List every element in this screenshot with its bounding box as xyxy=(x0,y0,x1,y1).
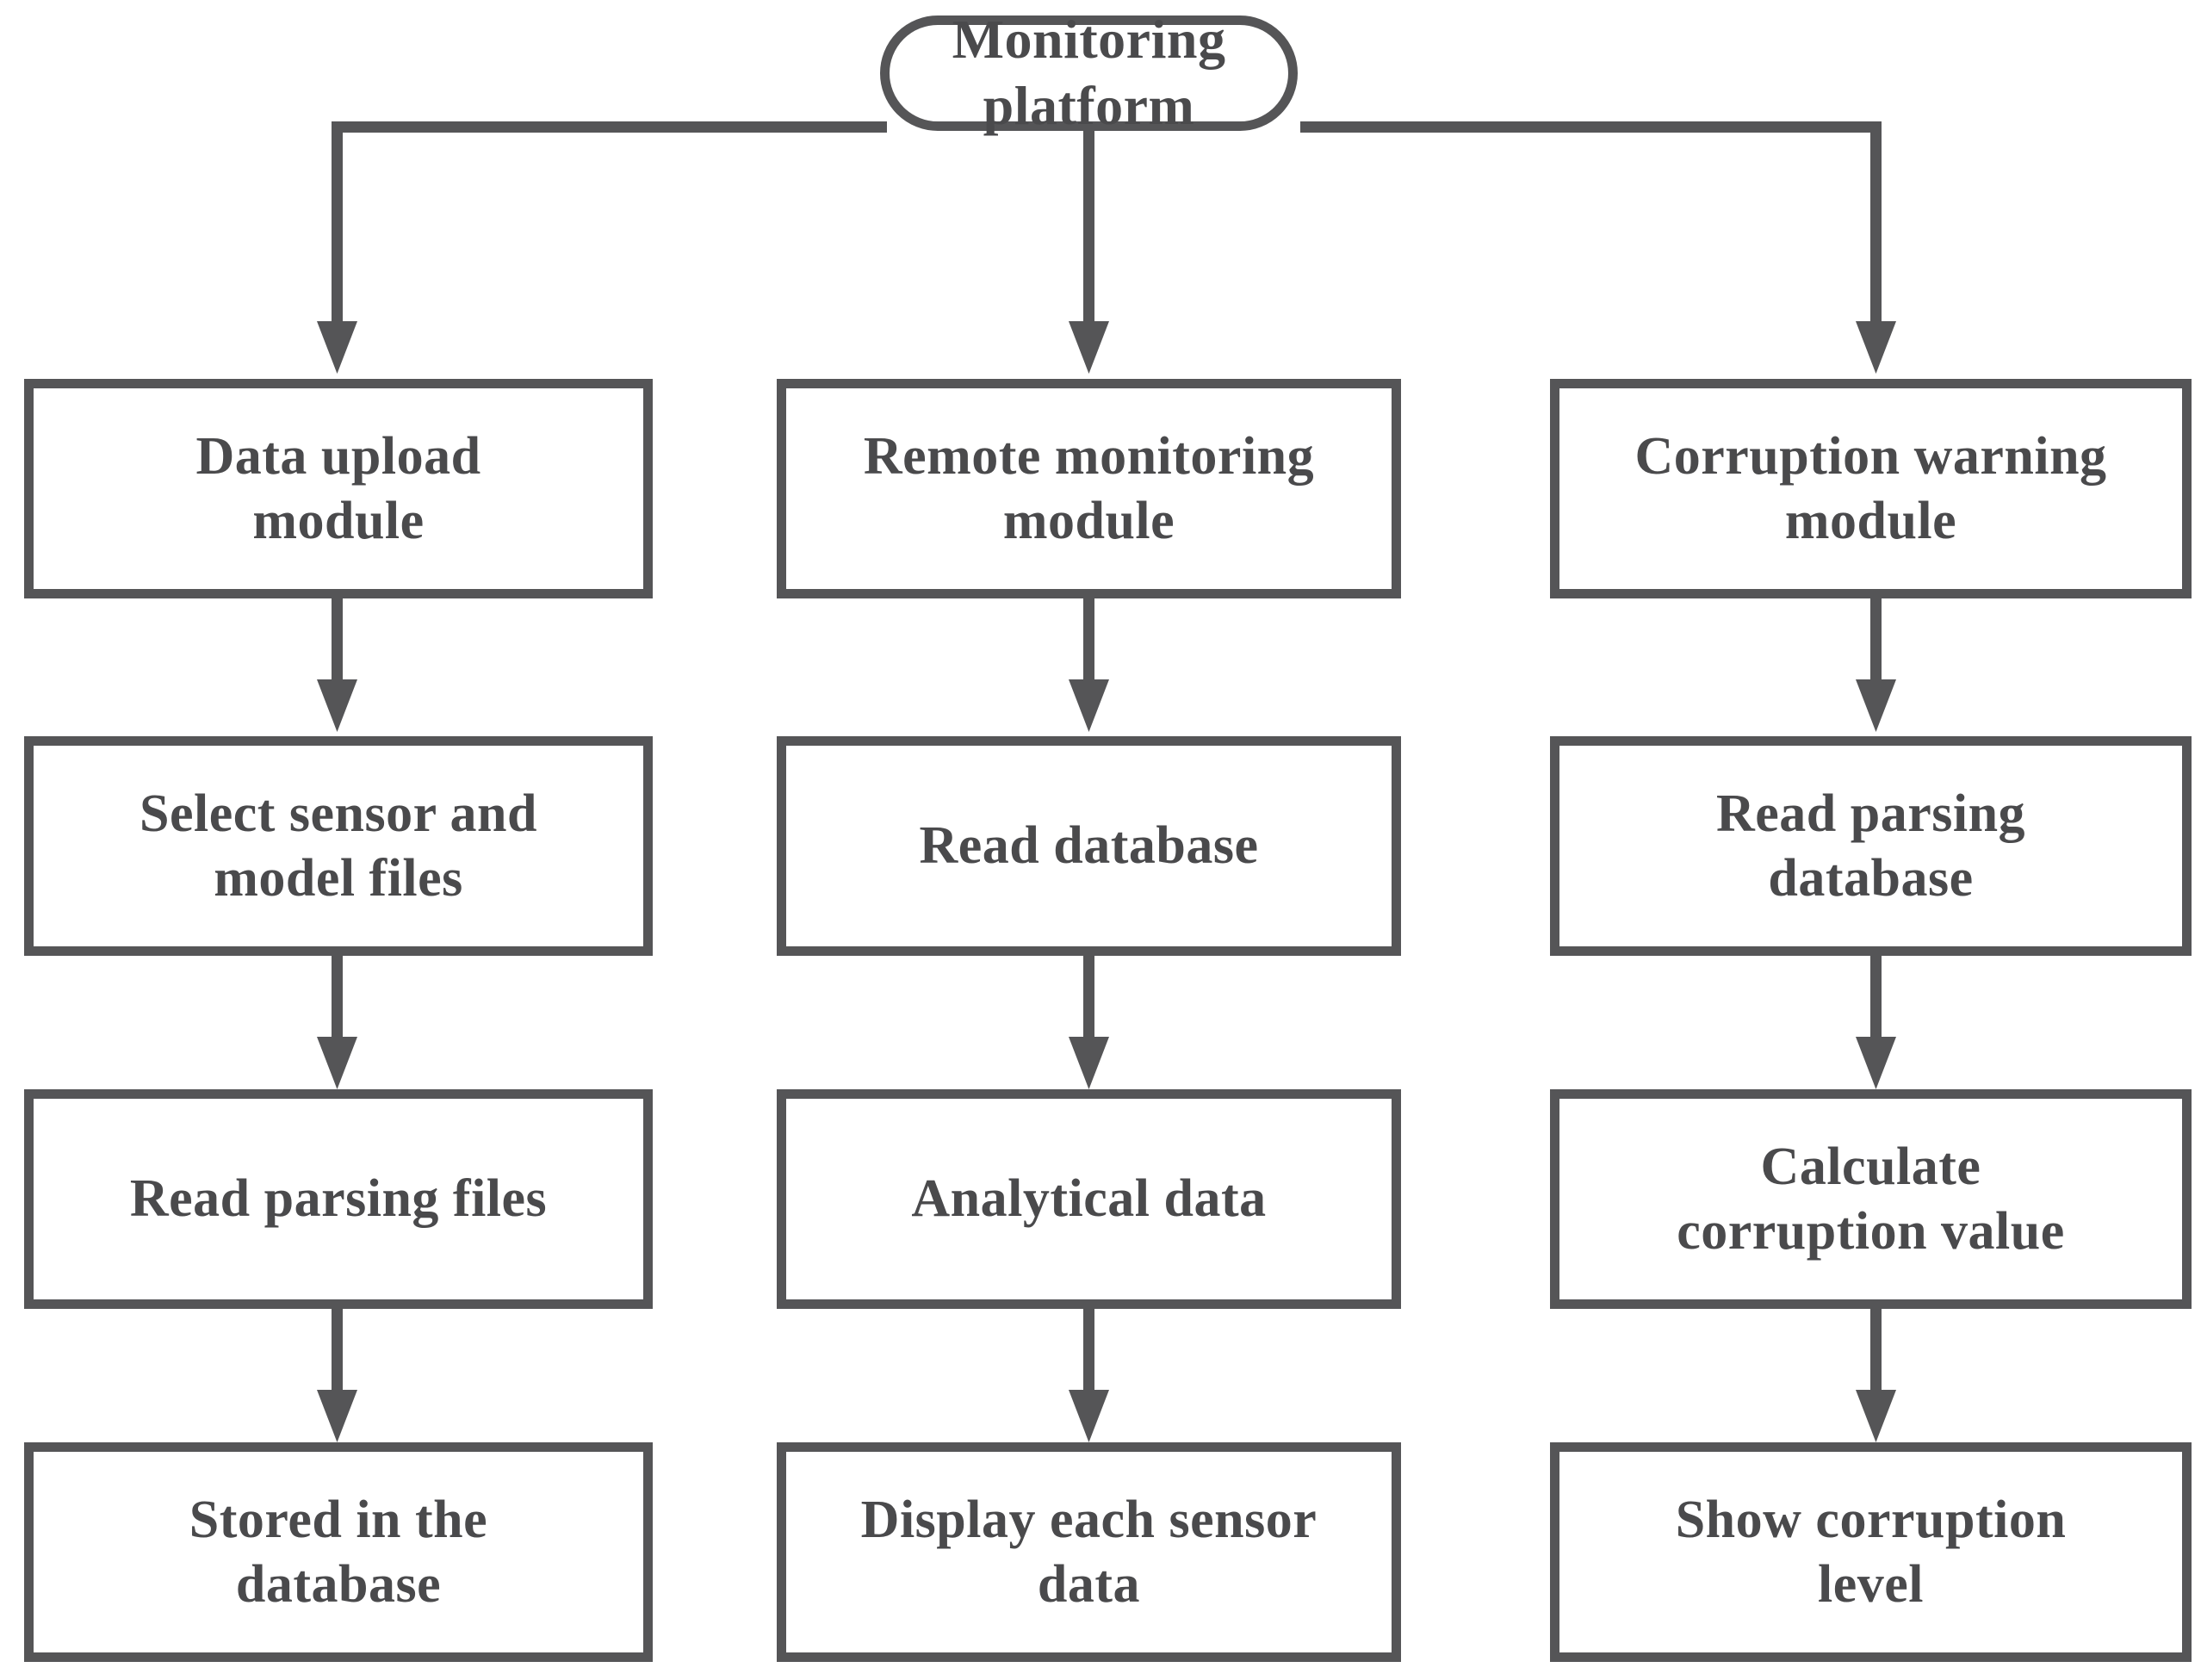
node-select-sensor-and-model-files[interactable]: Select sensor and model files xyxy=(24,736,653,956)
edge-c3-r1-r2 xyxy=(1870,598,1882,683)
arrowhead-c3-r3-r4 xyxy=(1856,1390,1896,1442)
edge-c2-r2-r3 xyxy=(1083,956,1094,1040)
node-calculate-corruption-value-label: Calculate corruption value xyxy=(1677,1138,2065,1261)
edge-root-to-col2-vertical xyxy=(1083,169,1094,325)
arrowhead-c3-r2-r3 xyxy=(1856,1037,1896,1089)
node-data-upload-module-label: Data upload module xyxy=(195,427,481,550)
node-stored-in-the-database-label: Stored in the database xyxy=(189,1491,488,1614)
node-show-corruption-level[interactable]: Show corruption level xyxy=(1550,1442,2192,1662)
node-display-each-sensor-data[interactable]: Display each sensor data xyxy=(777,1442,1401,1662)
node-stored-in-the-database[interactable]: Stored in the database xyxy=(24,1442,653,1662)
edge-c2-r3-r4 xyxy=(1083,1309,1094,1393)
node-corruption-warning-module-label: Corruption warning module xyxy=(1634,427,2107,550)
arrowhead-c2-r2-r3 xyxy=(1069,1037,1109,1089)
arrowhead-c1-r1-r2 xyxy=(317,679,357,732)
arrowhead-root-to-col2 xyxy=(1069,321,1109,374)
node-read-parsing-files[interactable]: Read parsing files xyxy=(24,1089,653,1309)
node-read-parsing-database-label: Read parsing database xyxy=(1715,784,2026,908)
edge-c2-r1-r2 xyxy=(1083,598,1094,683)
edge-c1-r2-r3 xyxy=(332,956,343,1040)
node-analytical-data-label: Analytical data xyxy=(911,1169,1267,1229)
node-read-parsing-files-label: Read parsing files xyxy=(129,1169,548,1229)
edge-c1-r1-r2 xyxy=(332,598,343,683)
node-monitoring-platform[interactable]: Monitoring platform xyxy=(880,9,1298,136)
node-display-each-sensor-data-label: Display each sensor data xyxy=(860,1491,1318,1614)
node-remote-monitoring-module-label: Remote monitoring module xyxy=(863,427,1315,550)
arrowhead-root-to-col1 xyxy=(317,321,357,374)
node-data-upload-module[interactable]: Data upload module xyxy=(24,379,653,598)
node-monitoring-platform-label: Monitoring platform xyxy=(952,9,1226,136)
node-analytical-data[interactable]: Analytical data xyxy=(777,1089,1401,1309)
edge-root-to-col1-vertical xyxy=(332,121,343,325)
edge-root-bus-left xyxy=(332,121,887,133)
node-select-sensor-and-model-files-label: Select sensor and model files xyxy=(139,784,538,908)
node-remote-monitoring-module[interactable]: Remote monitoring module xyxy=(777,379,1401,598)
arrowhead-c1-r3-r4 xyxy=(317,1390,357,1442)
node-corruption-warning-module[interactable]: Corruption warning module xyxy=(1550,379,2192,598)
node-read-database-label: Read database xyxy=(919,816,1259,876)
arrowhead-root-to-col3 xyxy=(1856,321,1896,374)
edge-root-bus-right xyxy=(1300,121,1882,133)
node-read-parsing-database[interactable]: Read parsing database xyxy=(1550,736,2192,956)
edge-c3-r2-r3 xyxy=(1870,956,1882,1040)
edge-root-to-col3-vertical xyxy=(1870,121,1882,325)
arrowhead-c3-r1-r2 xyxy=(1856,679,1896,732)
arrowhead-c1-r2-r3 xyxy=(317,1037,357,1089)
node-calculate-corruption-value[interactable]: Calculate corruption value xyxy=(1550,1089,2192,1309)
edge-c3-r3-r4 xyxy=(1870,1309,1882,1393)
node-read-database[interactable]: Read database xyxy=(777,736,1401,956)
arrowhead-c2-r3-r4 xyxy=(1069,1390,1109,1442)
edge-c1-r3-r4 xyxy=(332,1309,343,1393)
arrowhead-c2-r1-r2 xyxy=(1069,679,1109,732)
node-show-corruption-level-label: Show corruption level xyxy=(1675,1491,2067,1614)
